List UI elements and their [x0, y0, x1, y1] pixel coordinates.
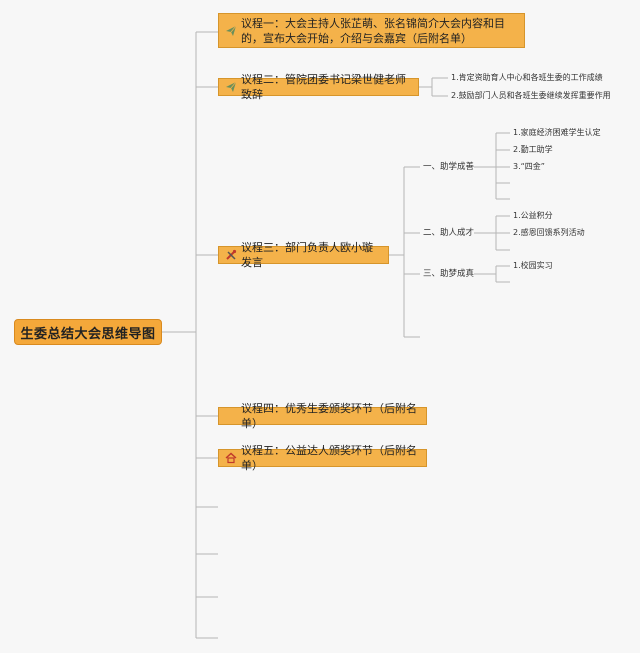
topic-agenda-1[interactable]: 议程一：大会主持人张芷萌、张名锦简介大会内容和目的，宣布大会开始，介绍与会嘉宾（… [218, 13, 525, 48]
topic-label: 议程五：公益达人颁奖环节（后附名单） [241, 444, 417, 472]
subtopic-item[interactable]: 1.公益积分 [513, 211, 553, 220]
paper-plane-icon [225, 25, 237, 37]
subtopic-group[interactable]: 二、助人成才 [423, 228, 475, 238]
paper-plane-icon [225, 81, 237, 93]
topic-label: 议程一：大会主持人张芷萌、张名锦简介大会内容和目的，宣布大会开始，介绍与会嘉宾（… [241, 16, 505, 45]
topic-label: 议程四：优秀生委颁奖环节（后附名单） [241, 402, 417, 430]
topic-label: 议程三：部门负责人欧小璇发言 [241, 241, 373, 269]
topic-agenda-4[interactable]: 议程四：优秀生委颁奖环节（后附名单） [218, 402, 427, 430]
subtopic-item[interactable]: 3.“四金” [513, 162, 545, 171]
subtopic-item[interactable]: 1.家庭经济困难学生认定 [513, 128, 601, 137]
subtopic-group[interactable]: 三、助梦成真 [423, 269, 475, 279]
subtopic-item[interactable]: 2.鼓励部门人员和各班生委继续发挥重要作用 [451, 91, 611, 100]
subtopic-item[interactable]: 2.感恩回馈系列活动 [513, 228, 585, 237]
topic-agenda-3[interactable]: 议程三：部门负责人欧小璇发言 [218, 241, 389, 269]
topic-agenda-5[interactable]: 议程五：公益达人颁奖环节（后附名单） [218, 444, 427, 472]
subtopic-item[interactable]: 2.勤工助学 [513, 145, 553, 154]
topic-label: 议程二：管院团委书记梁世健老师致辞 [241, 73, 406, 101]
central-topic[interactable]: 生委总结大会思维导图 [14, 319, 162, 345]
flag-icon [225, 410, 237, 422]
home-icon [225, 452, 237, 464]
central-topic-label: 生委总结大会思维导图 [20, 326, 156, 342]
subtopic-item[interactable]: 1.校园实习 [513, 261, 553, 270]
subtopic-item[interactable]: 1.肯定资助育人中心和各班生委的工作成绩 [451, 73, 603, 82]
tools-icon [225, 249, 237, 261]
subtopic-group[interactable]: 一、助学成善 [423, 162, 475, 172]
topic-agenda-2[interactable]: 议程二：管院团委书记梁世健老师致辞 [218, 73, 419, 101]
